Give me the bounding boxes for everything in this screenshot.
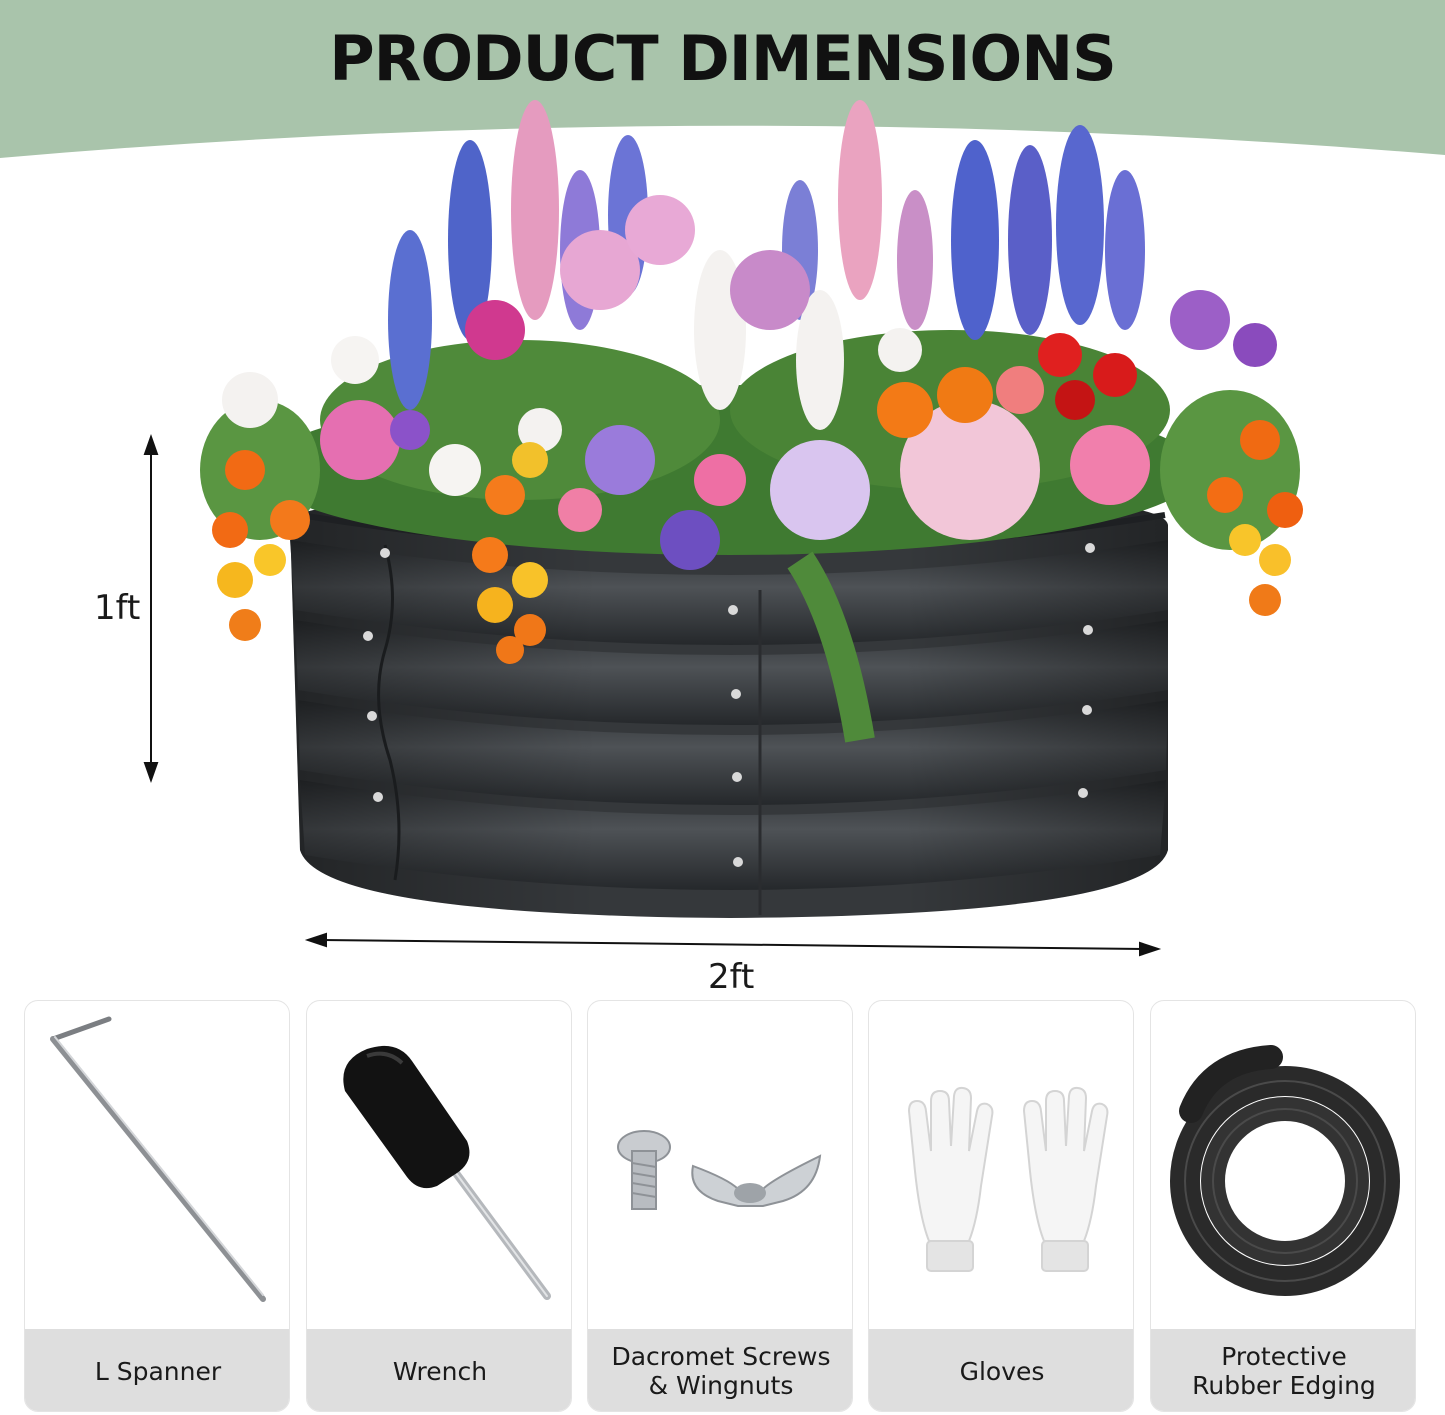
accessory-label-line1: Dacromet Screws (611, 1342, 831, 1371)
accessory-card-gloves: Gloves (868, 1000, 1134, 1412)
screwdriver-icon (343, 1045, 551, 1300)
flower-clusters (212, 195, 1303, 664)
accessory-label: Wrench (307, 1329, 571, 1411)
l-spanner-icon (50, 1016, 266, 1302)
accessory-card-l-spanner: L Spanner (24, 1000, 290, 1412)
gloves-icon (907, 1086, 1109, 1272)
header-band (0, 0, 1445, 158)
accessory-label: Protective Rubber Edging (1151, 1329, 1415, 1411)
planter-body (290, 500, 1168, 918)
accessory-label-line2: Rubber Edging (1192, 1371, 1376, 1400)
flower-spikes (388, 100, 1145, 430)
height-arrow (143, 433, 159, 784)
accessory-card-wrench: Wrench (306, 1000, 572, 1412)
screw-wingnut-icon (617, 1130, 822, 1210)
accessory-label: Dacromet Screws & Wingnuts (588, 1329, 852, 1411)
accessory-card-rubber-edging: Protective Rubber Edging (1150, 1000, 1416, 1412)
accessory-card-screws-wingnuts: Dacromet Screws & Wingnuts (587, 1000, 853, 1412)
page-title: PRODUCT DIMENSIONS (329, 22, 1117, 95)
height-dimension-label: 1ft (94, 588, 141, 628)
rubber-coil-icon (1170, 1045, 1400, 1296)
width-arrow (304, 932, 1162, 957)
accessory-label-line2: & Wingnuts (648, 1371, 794, 1400)
accessory-label-line1: Protective (1221, 1342, 1347, 1371)
planter-illustration (143, 100, 1303, 957)
width-dimension-label: 2ft (708, 957, 755, 997)
accessory-label: L Spanner (25, 1329, 289, 1411)
accessory-label: Gloves (869, 1329, 1133, 1411)
